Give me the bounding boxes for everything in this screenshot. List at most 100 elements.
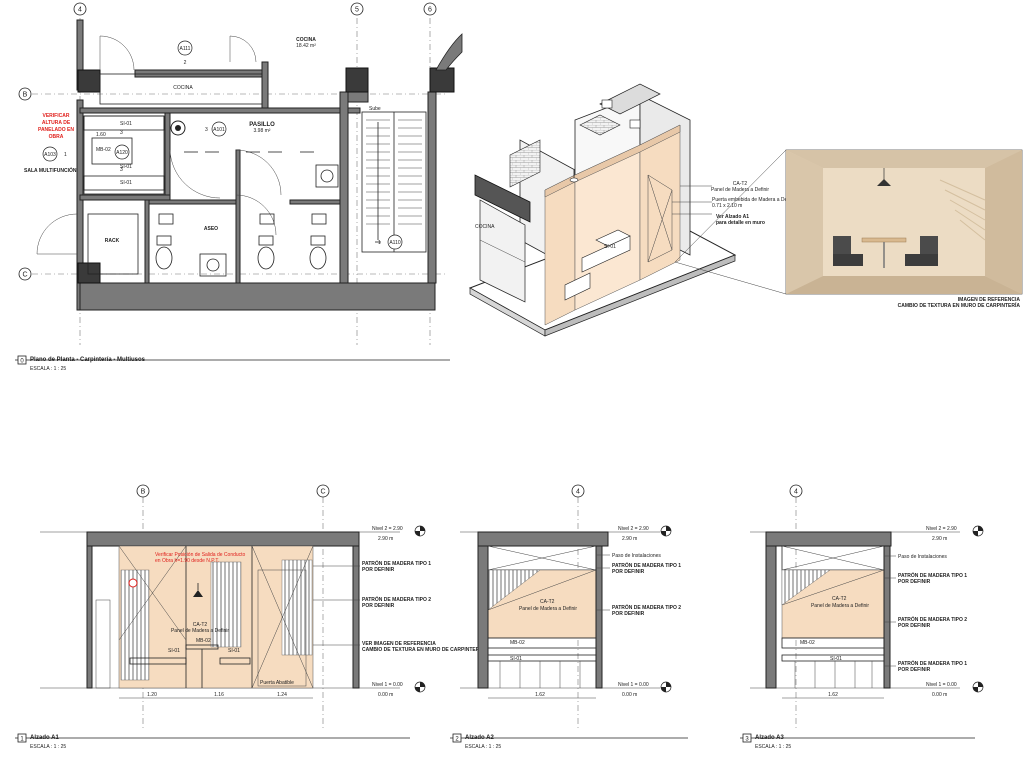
iso-table: [595, 229, 631, 247]
a3-level-marker: [972, 525, 984, 537]
cocina-room-label: COCINA: [296, 37, 316, 43]
pasillo-label: PASILLO: [249, 122, 275, 128]
pasillo-area: 3.98 m²: [254, 128, 271, 134]
a1-slat-panel: [120, 569, 150, 681]
a2-bench-legs: [499, 661, 581, 688]
title-num-box: [742, 733, 752, 743]
a1-nivel1m: 0.00 m: [378, 692, 393, 698]
ref-bench-seat: [833, 254, 863, 266]
iso-brick: [579, 114, 621, 136]
a3-ca: CA-T2: [832, 596, 847, 602]
a2-title: Alzado A2: [465, 735, 494, 741]
a3-wall-left: [765, 545, 777, 689]
fixture: [158, 213, 174, 225]
iso-door-label: Puerta embebida de Madera a Definir: [712, 197, 796, 203]
wall-stair-east: [427, 91, 437, 284]
a3-nivel2m: 2.90 m: [932, 536, 947, 542]
a3-paso-cross: [781, 545, 885, 571]
iso-ca-desc: Panel de Madera a Definir: [711, 187, 769, 193]
wall-south: [79, 282, 436, 311]
table: [91, 137, 133, 165]
a1-duct-marker: [128, 578, 138, 588]
ref-leader: [674, 149, 787, 263]
ref-left-wall: [786, 150, 823, 294]
a3-pat1b: POR DEFINIR: [898, 579, 931, 585]
iso-ca-label: CA-T2: [733, 181, 748, 187]
a3-pat3b: POR DEFINIR: [898, 667, 931, 673]
iso-lamp: [569, 177, 579, 183]
sink-basin: [206, 258, 220, 272]
a1-warn-2: en Obra h=1.90 desde N.P.T.: [155, 558, 219, 564]
svg-text:A101: A101: [213, 127, 225, 133]
a3-slab: [765, 531, 892, 547]
a3-bench-legs: [794, 661, 873, 688]
title-num-box: [452, 733, 462, 743]
a2-nivel2: Nivel 2 = 2.90: [618, 526, 649, 532]
door-swing: [235, 149, 282, 196]
a1-pat1a: PATRÓN DE MADERA TIPO 1: [362, 559, 431, 567]
a1-ver-a: VER IMAGEN DE REFERENCIA: [362, 641, 436, 647]
a2-ca: CA-T2: [540, 599, 555, 605]
door-swing-rack: [36, 213, 78, 255]
ref-lamp: [877, 179, 891, 186]
a1-diagonal-lines: [118, 545, 314, 689]
a1-mb: MB-02: [196, 638, 211, 644]
a1-si1: SI-01: [168, 648, 180, 654]
warning-line-3: PANELADO EN: [38, 127, 74, 133]
a1-slab: [86, 531, 360, 547]
svg-text:4: 4: [794, 489, 798, 496]
iso-door-dim: 0.71 x 2.10 m: [712, 203, 742, 209]
a1-ca-desc: Panel de Madera a Definir: [171, 628, 229, 634]
a2-wall-right: [595, 545, 603, 689]
iso-ver-2: para detalle en muro: [716, 220, 765, 226]
iso-si01-label: SI-01: [604, 244, 616, 250]
a2-nivel1m: 0.00 m: [622, 692, 637, 698]
a2-d1: 1.62: [535, 692, 545, 698]
svg-text:C: C: [320, 489, 325, 496]
floor-plan: 4 5 6 B C COCINA: [15, 2, 463, 372]
a1-title-number: 1: [20, 737, 24, 743]
a2-bench: [487, 654, 597, 662]
a1-slat-panel: [210, 561, 242, 648]
isometric-view: COCINA SI-01 CA-T2 Panel de Madera a Def…: [468, 83, 796, 337]
a2-table: [487, 637, 597, 649]
a2-scale: ESCALA : 1 : 25: [465, 744, 501, 750]
a2-nivel2m: 2.90 m: [622, 536, 637, 542]
a3-nivel1: Nivel 1 = 0.00: [926, 682, 957, 688]
a1-puerta: Puerta Abatible: [260, 680, 294, 686]
a3-diagonal: [781, 569, 885, 606]
grid-label-4: 4: [78, 7, 82, 14]
svg-text:A120: A120: [116, 150, 128, 156]
a1-lamp: [193, 590, 203, 597]
a1-d2: 1.16: [214, 692, 224, 698]
stair: [361, 111, 427, 253]
wall-aseo-north: [148, 199, 240, 205]
grid-bubble-b: B: [18, 87, 32, 101]
cocina-area: 18.42 m²: [296, 43, 316, 49]
a1-wall-left: [86, 545, 93, 689]
ref-bench-seat: [905, 254, 938, 266]
fixture: [311, 213, 327, 225]
a3-title: Alzado A3: [755, 735, 784, 741]
iso-brick: [509, 139, 541, 188]
a3-ca-desc: Panel de Madera a Definir: [811, 603, 869, 609]
plan-title: Plano de Planta - Carpintería - Multiuso…: [30, 357, 146, 363]
iso-bench: [564, 272, 591, 301]
grid-label-5: 5: [355, 7, 359, 14]
a1-bench: [129, 657, 187, 665]
a3-pat2b: POR DEFINIR: [898, 623, 931, 629]
bench: [83, 175, 165, 191]
grid-bubble-c: C: [18, 267, 32, 281]
a2-paso-cross: [487, 545, 597, 571]
sink: [315, 164, 339, 188]
ml01b-label: SI-01: [120, 164, 132, 170]
door-swing: [229, 35, 257, 63]
svg-text:A110: A110: [389, 240, 401, 246]
a1-ca: CA-T2: [193, 622, 208, 628]
ref-bench-back: [920, 236, 938, 258]
a1-ver-b: CAMBIO DE TEXTURA EN MURO DE CARPINTERÍA: [362, 645, 485, 653]
elevation-a2: 4 CA-T2 Panel de Madera a Definir MB-02 …: [450, 484, 688, 750]
svg-text:4: 4: [576, 489, 580, 496]
a3-si: SI-01: [830, 656, 842, 662]
